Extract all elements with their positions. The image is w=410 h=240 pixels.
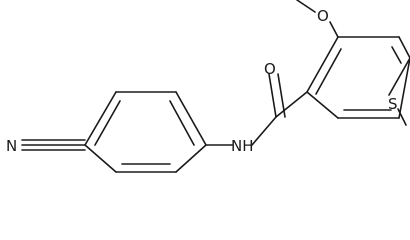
methoxy-oxygen-label: O [317, 7, 329, 25]
aryl-ring-1-bond-3 [175, 91, 207, 146]
carbonyl-double-bond-line-1 [268, 73, 277, 118]
aryl-ring-2-bond-3-inner [391, 46, 402, 64]
carbonyl-to-ring-bond [275, 91, 308, 118]
carbonyl-oxygen-label: O [264, 60, 276, 78]
aryl-ring-1-bond-4 [175, 144, 207, 173]
methoxy-bond-to-ring [329, 21, 339, 38]
structure-canvas: N NH O O S [6, 0, 410, 173]
aryl-ring-2-bond-6 [306, 91, 339, 119]
aryl-ring-2-bond-1-inner [315, 48, 342, 95]
nh-to-carbonyl-bond [251, 116, 277, 146]
amide-nh-label: NH [231, 137, 254, 155]
chemical-structure-diagram: N NH O O S [6, 0, 410, 173]
aryl-ring-2-bond-4 [398, 57, 410, 119]
cyanophenyl-group [21, 91, 207, 173]
aryl-ring-1-bond-6 [84, 144, 117, 173]
aryl-ring-1-bond-1 [84, 91, 117, 146]
aryl-ring-1-bond-3-inner [169, 100, 195, 146]
methoxy-methylthio-phenyl-group [296, 0, 410, 126]
amide-linkage [205, 73, 308, 146]
methylthio-methyl-bond [397, 108, 407, 126]
aryl-ring-2-bond-3 [398, 36, 410, 59]
thioether-sulfur-label: S [388, 95, 398, 113]
aryl-ring-1-bond-1-inner [94, 100, 121, 146]
cyano-nitrogen-label: N [6, 137, 17, 155]
aryl-ring-2-bond-1 [306, 36, 339, 93]
thioether-bond-to-ring [388, 57, 410, 96]
methoxy-methyl-bond [296, 0, 316, 13]
